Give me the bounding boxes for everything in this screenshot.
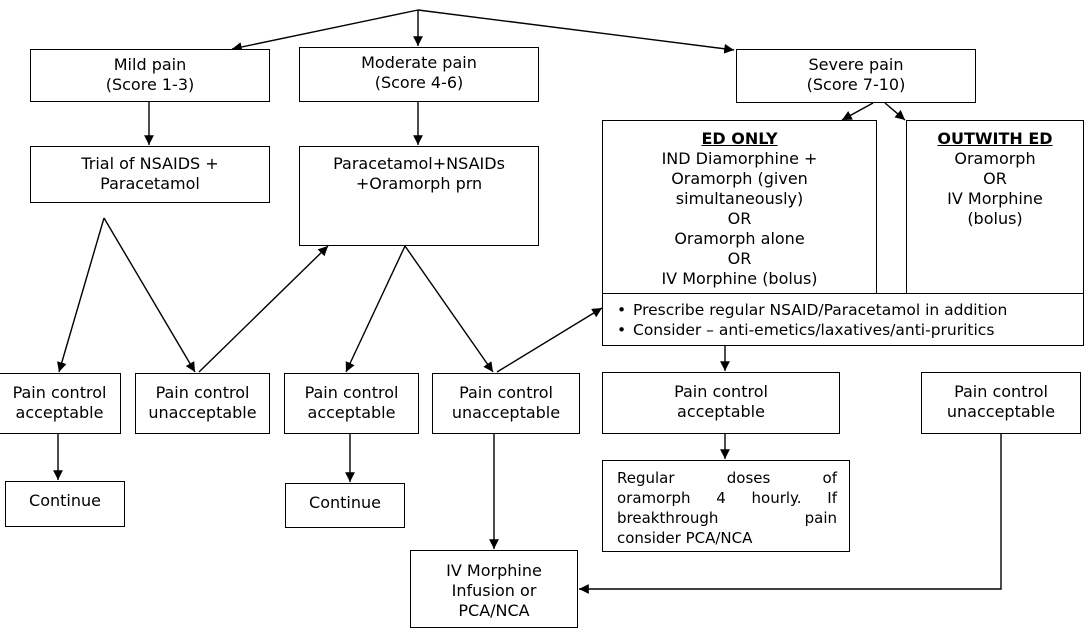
outcome-line1: Pain control [304,383,399,402]
ed-only-line: Oramorph alone [674,229,805,248]
regular-doses-line: oramorph 4 hourly. If [617,489,837,507]
outcome-line1: Pain control [459,383,553,402]
iv-infusion-line3: PCA/NCA [458,601,530,620]
iv-infusion-box: IV Morphine Infusion or PCA/NCA [410,550,578,628]
outcome-line2: acceptable [677,402,765,421]
regular-doses-line: consider PCA/NCA [617,529,753,547]
mild-treatment-line1: Trial of NSAIDS + [81,154,219,173]
iv-infusion-line1: IV Morphine [446,561,542,580]
outwith-ed-line: OR [983,169,1007,188]
regular-doses-line: Regular doses of [617,469,837,487]
arrow-mild-to-acceptable [57,217,105,373]
continue-label: Continue [309,493,381,512]
ed-only-line: Oramorph (given [671,169,808,188]
severe-pain-label: Severe pain [808,55,904,74]
outcome-line2: acceptable [15,403,104,422]
moderate-treatment-box: Paracetamol+NSAIDs +Oramorph prn [299,146,539,246]
outcome-line2: unacceptable [946,402,1056,421]
regular-doses-line: breakthrough pain [617,509,837,527]
moderate-treatment-line1: Paracetamol+NSAIDs [333,154,505,173]
severe-acceptable-box: Pain control acceptable [602,372,840,434]
severe-unacceptable-box: Pain control unacceptable [921,372,1081,434]
outwith-ed-line: (bolus) [967,209,1023,228]
arrow-severe-to-outwith [884,102,906,121]
arrow-moderate-to-acceptable [345,245,406,373]
mild-pain-label: Mild pain [113,55,187,74]
continue-moderate-box: Continue [285,483,405,528]
additional-measures-box: Prescribe regular NSAID/Paracetamol in a… [602,293,1084,346]
severe-pain-score: (Score 7-10) [806,75,906,94]
ed-only-title: ED ONLY [701,129,778,148]
outcome-line2: unacceptable [148,403,257,422]
moderate-treatment-line2: +Oramorph prn [355,174,483,193]
moderate-pain-score: (Score 4-6) [374,73,464,92]
arrow-root-to-severe [417,9,735,54]
severe-pain-box: Severe pain (Score 7-10) [736,49,976,103]
moderate-pain-label: Moderate pain [361,53,477,72]
outcome-line1: Pain control [954,382,1048,401]
outcome-line1: Pain control [674,382,768,401]
additional-measure-item: Consider – anti-emetics/laxatives/anti-p… [603,320,1083,340]
additional-measures-list: Prescribe regular NSAID/Paracetamol in a… [603,300,1083,340]
outwith-ed-line: Oramorph [954,149,1036,168]
mild-treatment-line2: Paracetamol [100,174,200,193]
outwith-ed-title: OUTWITH ED [937,129,1053,148]
iv-infusion-line2: Infusion or [451,581,537,600]
arrow-moderate-unacceptable-to-severe [496,307,603,373]
mild-pain-score: (Score 1-3) [105,75,195,94]
outcome-line2: unacceptable [451,403,561,422]
ed-only-line: OR [727,249,752,268]
additional-measure-item: Prescribe regular NSAID/Paracetamol in a… [603,300,1083,320]
mild-unacceptable-box: Pain control unacceptable [135,373,270,434]
moderate-pain-box: Moderate pain (Score 4-6) [299,47,539,102]
mild-treatment-box: Trial of NSAIDS + Paracetamol [30,146,270,203]
outcome-line1: Pain control [12,383,107,402]
moderate-acceptable-box: Pain control acceptable [284,373,419,434]
arrow-severe-to-ed [841,102,874,121]
arrow-moderate-to-unacceptable [404,245,494,373]
outcome-line1: Pain control [155,383,250,402]
arrow-severe-unacceptable-to-iv [579,434,1002,594]
mild-pain-box: Mild pain (Score 1-3) [30,49,270,102]
ed-only-line: OR [727,209,752,228]
mild-acceptable-box: Pain control acceptable [0,373,121,434]
ed-only-line: IV Morphine (bolus) [661,269,818,288]
continue-label: Continue [29,491,101,510]
regular-doses-box: Regular doses of oramorph 4 hourly. If b… [602,460,850,552]
ed-only-line: IND Diamorphine + [661,149,818,168]
continue-mild-box: Continue [5,481,125,527]
outcome-line2: acceptable [307,403,396,422]
outwith-ed-box: OUTWITH ED Oramorph OR IV Morphine (bolu… [906,120,1084,294]
arrow-mild-unacceptable-to-moderate [198,245,329,373]
arrow-mild-to-unacceptable [103,217,196,373]
moderate-unacceptable-box: Pain control unacceptable [432,373,580,434]
outwith-ed-line: IV Morphine [947,189,1043,208]
ed-only-box: ED ONLY IND Diamorphine + Oramorph (give… [602,120,877,294]
ed-only-line: simultaneously) [675,189,804,208]
arrow-root-to-mild [231,9,419,52]
